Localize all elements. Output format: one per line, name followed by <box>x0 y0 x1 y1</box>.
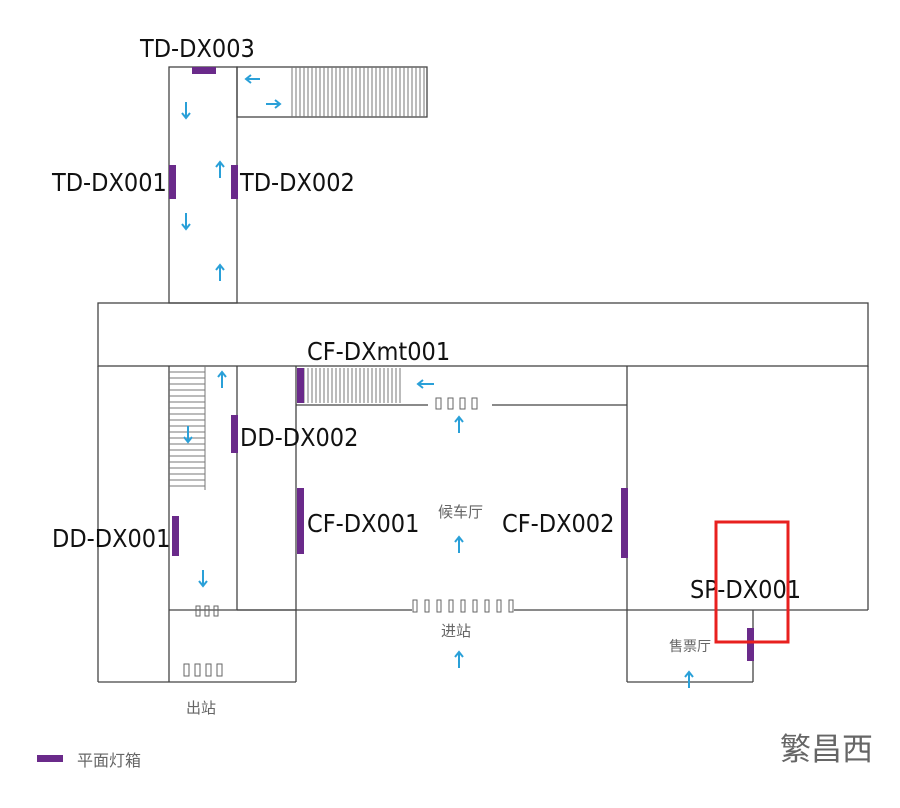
lightbox-dd-dx001[interactable] <box>172 516 179 556</box>
label-dd-dx002: DD-DX002 <box>240 423 358 452</box>
label-td-dx003: TD-DX003 <box>139 34 255 63</box>
upper-stair <box>291 67 425 117</box>
lightbox-cf-dx001[interactable] <box>297 488 304 554</box>
station-name: 繁昌西 <box>780 732 873 768</box>
lightbox-td-dx001[interactable] <box>169 165 176 199</box>
lightbox-cf-dxmt001[interactable] <box>297 368 304 403</box>
light-boxes <box>169 67 754 661</box>
label-sp-dx001: SP-DX001 <box>690 575 801 604</box>
legend-swatch <box>37 755 63 762</box>
platform-band <box>97 302 869 367</box>
legend-label: 平面灯箱 <box>77 751 141 770</box>
legend: 平面灯箱 <box>37 751 141 770</box>
lower-walls <box>97 366 869 683</box>
label-td-dx001: TD-DX001 <box>51 168 167 197</box>
room-ticket-hall: 售票厅 <box>669 639 711 655</box>
flow-arrows <box>181 74 694 688</box>
lightbox-td-dx002[interactable] <box>231 165 238 199</box>
room-exit: 出站 <box>186 699 216 717</box>
label-cf-dx001: CF-DX001 <box>307 509 419 538</box>
label-cf-dx002: CF-DX002 <box>502 509 614 538</box>
room-waiting-hall: 候车厅 <box>438 503 483 521</box>
waiting-hall-stair <box>299 368 401 403</box>
room-entrance: 进站 <box>441 622 471 640</box>
lightbox-sp-dx001[interactable] <box>747 628 754 661</box>
label-cf-dxmt001: CF-DXmt001 <box>307 337 450 366</box>
label-dd-dx001: DD-DX001 <box>52 524 170 553</box>
lightbox-dd-dx002[interactable] <box>231 415 238 453</box>
upper-corridor <box>168 66 428 304</box>
label-td-dx002: TD-DX002 <box>239 168 355 197</box>
lightbox-td-dx003[interactable] <box>192 67 216 74</box>
lightbox-cf-dx002[interactable] <box>621 488 628 558</box>
highlight-box <box>714 520 790 644</box>
gates <box>183 397 514 677</box>
